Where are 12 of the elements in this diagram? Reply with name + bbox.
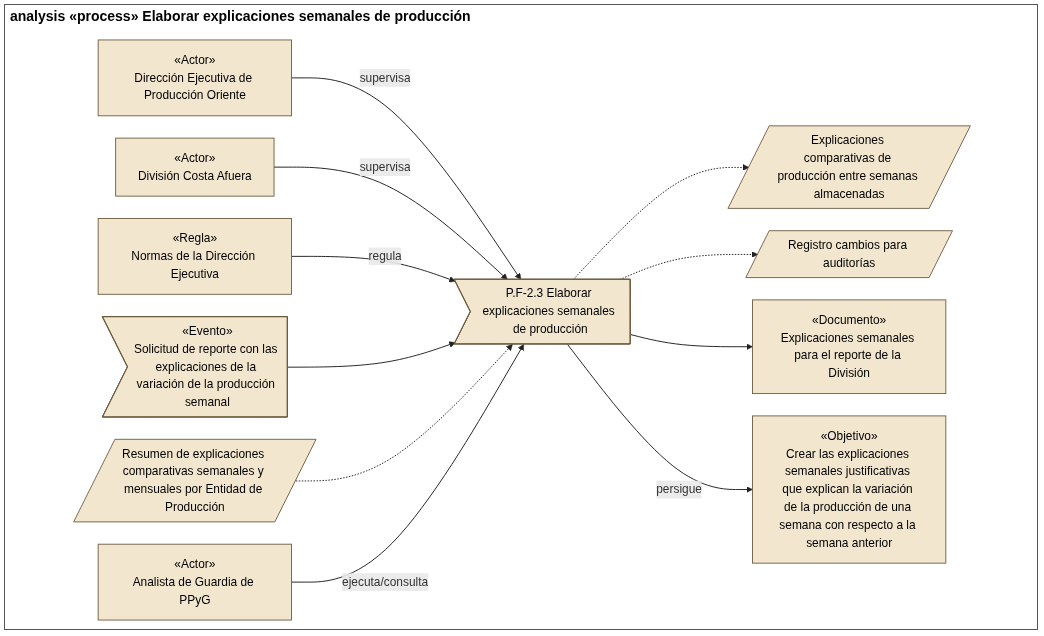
edge-label: persigue — [656, 482, 702, 496]
frame-title: analysis «process» Elaborar explicaciones semanales de producción — [10, 8, 471, 24]
node-box: «Documento» Explicaciones semanales para el reporte de la División — [752, 299, 947, 395]
edge-label: supervisa — [359, 160, 411, 174]
node-box: «Actor» Dirección Ejecutiva de Producción Oriente — [97, 39, 292, 117]
node-box: «Actor» Analista de Guardia de PPyG — [97, 543, 292, 621]
edge-label: regula — [368, 249, 402, 263]
node-box: «Regla» Normas de la Dirección Ejecutiva — [97, 218, 292, 295]
node-box: «Actor» División Costa Afuera — [115, 137, 275, 197]
node-box: «Objetivo» Crear las explicaciones semanales justificativas que explican la variación de la producción de una semana con respecto a la semana anterior — [752, 415, 947, 564]
edge-label: supervisa — [359, 71, 411, 84]
edge-label: ejecuta/consulta — [342, 575, 429, 589]
